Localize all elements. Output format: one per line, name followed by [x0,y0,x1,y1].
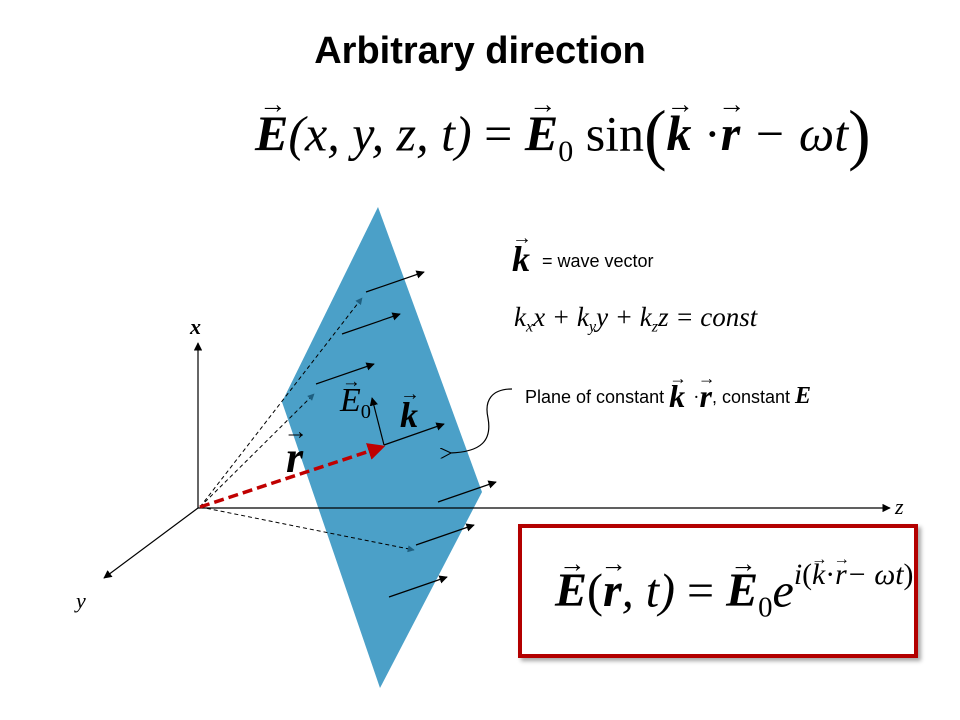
plane-label-suffix: , constant [711,387,791,407]
kx: k [514,302,526,332]
electric-field-vector-symbol: E [255,104,288,162]
wave-vector-symbol: k [667,104,692,162]
k-symbol-label: k [669,378,685,415]
open-paren: ( [644,97,667,172]
amplitude-vector-label: E0 [340,382,371,424]
k-symbol: k [400,394,418,436]
e-vector-symbol: E [555,563,587,618]
exp-dot: · [825,558,836,591]
wavefront-plane [282,207,482,688]
equals-sign: = [484,105,513,162]
equals-sign: = [687,564,715,618]
kx-sub: x [525,317,534,336]
imaginary-unit: i [793,558,803,591]
kz-sub: z [651,317,659,336]
exponential-base: e [772,564,794,618]
amplitude-subscript: 0 [558,134,574,168]
plane-label-prefix: Plane of constant [525,387,665,407]
t-arg: , t) [621,564,676,618]
equation-arguments: (x, y, z, t) [288,105,472,162]
exponent: i(k·r− ωt) [794,558,914,591]
e0-vector-symbol: E [726,563,758,618]
open-paren: ( [587,564,603,618]
wave-vector-definition-symbol: k [512,238,530,280]
wave-vector-definition-text: = wave vector [542,251,654,271]
y-axis-label: y [76,588,86,613]
r-symbol: r [286,432,303,483]
amplitude-vector-symbol: E [525,104,558,162]
y-axis [103,507,199,579]
plane-callout-label: Plane of constant k ·r, constant E [525,378,811,415]
k-dot-r: k ·r [669,378,712,414]
slide-title: Arbitrary direction [314,30,646,72]
close-paren: ) [848,97,871,172]
plane-callout-arrow [450,388,513,453]
exp-omega-t: − ωt [846,558,904,591]
e0-subscript: 0 [758,591,773,624]
x-axis-label: x [190,314,201,339]
sine-function: sin [585,105,645,162]
z-term: z = const [658,302,758,332]
exp-k: k [812,558,825,592]
amplitude-vector-e0 [369,397,385,446]
exp-r: r [835,558,847,592]
k-def-symbol: k [512,238,530,280]
ky: k [576,302,589,332]
r-symbol-label: r [700,378,712,415]
kz: k [639,302,652,332]
dot-operator: · [704,105,721,162]
position-vector-label: r [286,432,303,483]
wave-vector-label: k [400,394,418,436]
z-axis-label: z [895,494,904,519]
e0-subscript: 0 [360,401,371,424]
e0-symbol: E [340,382,361,420]
r-vector-symbol: r [603,563,622,618]
x-term: x + [533,302,577,332]
dot-symbol: · [693,387,700,409]
e-symbol-label: E [795,383,812,409]
plane-wave-sine-equation: E(x, y, z, t) = E0 sin(k ·r − ωt) [255,96,871,174]
y-term: y + [596,302,640,332]
ky-sub: y [588,317,597,336]
complex-plane-wave-equation: E(r, t) = E0ei(k·r− ωt) [555,558,913,624]
position-vector-symbol: r [721,104,740,162]
omega-t-term: − ωt [752,105,849,162]
plane-equation: kxx + kyy + kzz = const [514,302,757,337]
